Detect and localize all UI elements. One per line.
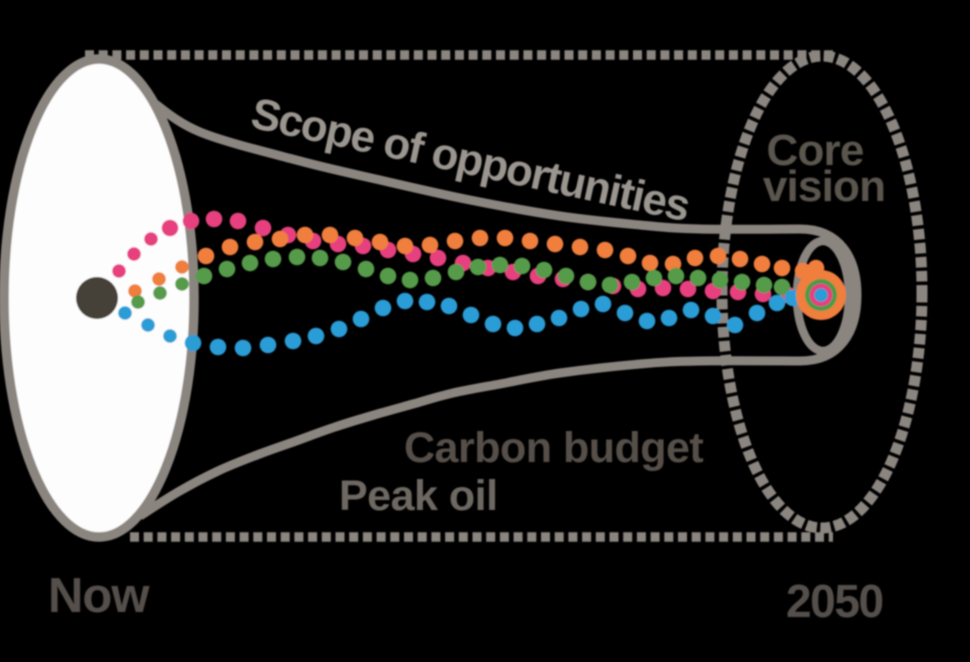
svg-text:2050: 2050 — [786, 575, 883, 627]
svg-text:Core: Core — [766, 126, 863, 175]
svg-text:vision: vision — [763, 162, 885, 211]
svg-text:Now: Now — [48, 569, 150, 623]
svg-text:Peak oil: Peak oil — [339, 472, 498, 520]
svg-text:Carbon budget: Carbon budget — [404, 424, 703, 472]
